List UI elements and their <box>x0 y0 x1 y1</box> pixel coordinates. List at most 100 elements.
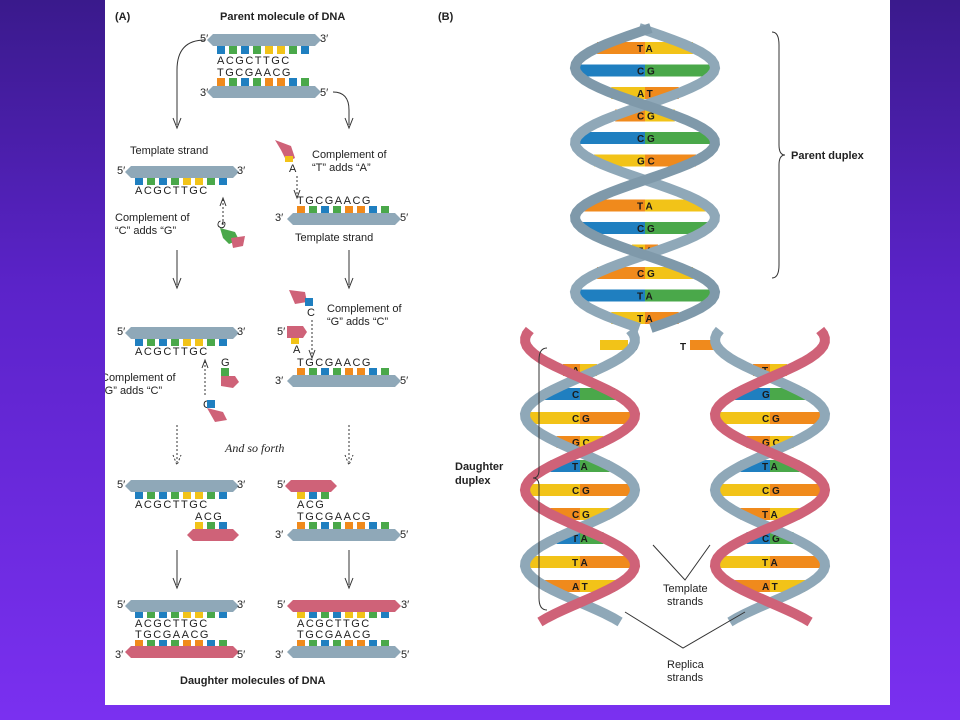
prime-label: 5′ <box>117 326 125 338</box>
prime-label: 3′ <box>275 375 283 387</box>
arrow-down <box>344 250 354 290</box>
parent-duplex-bracket <box>771 31 786 279</box>
parent-strand-backbone <box>569 23 721 333</box>
parent-top-seq: ACGCTTGC <box>217 55 291 67</box>
fork-base <box>690 340 718 350</box>
template-strands-label-2: strands <box>667 596 704 608</box>
fork-base <box>600 340 628 350</box>
dna-replication-figure: (A) Parent molecule of DNA 5′ 3′ ACGCTTG… <box>105 11 865 687</box>
panel-a-letter: (A) <box>115 11 131 23</box>
prime-label: 5′ <box>400 375 408 387</box>
incoming-c-right: C <box>307 307 315 319</box>
template-seq: ACGCTTGC <box>135 346 209 358</box>
split-arrow-left <box>176 39 206 125</box>
parent-bottom-seq: TGCGAACG <box>217 67 292 79</box>
base-pair-label: G C <box>637 157 655 168</box>
complement-g-left-label-2: “G” adds “C” <box>105 385 162 397</box>
replica-pointer <box>624 611 746 649</box>
base-pair-label: T A <box>637 292 653 303</box>
template-strand-label-right: Template strand <box>295 232 373 244</box>
daughter-pair-label: G <box>762 390 770 401</box>
daughter-pair-label: T A <box>572 534 588 545</box>
row4-right: 5′ ACG TGCGAACG 3′ 5′ <box>275 479 408 541</box>
row2-left: Template strand 5′ 3′ ACGCTTGC Complemen… <box>115 145 245 248</box>
row4-left: 5′ 3′ ACGCTTGC ACG <box>117 479 245 541</box>
daughter-rung <box>770 412 825 424</box>
prime-label: 5′ <box>400 212 408 224</box>
prime-label: 5′ <box>320 87 328 99</box>
complement-c-label: Complement of <box>115 212 191 224</box>
base-pair-label: C G <box>637 224 655 235</box>
replica-strand <box>519 326 641 627</box>
base-pair-label: T A <box>637 44 653 55</box>
template-seq: ACGCTTGC <box>135 185 209 197</box>
prime-label: 5′ <box>277 326 285 338</box>
base-rung <box>581 222 645 234</box>
seq: TGCGAACG <box>297 629 372 641</box>
prime-label: 5′ <box>401 649 409 661</box>
template-backbone-right <box>287 213 401 225</box>
seq-acg: ACG <box>195 511 223 523</box>
base-rung <box>575 289 645 302</box>
arrow-down <box>172 550 182 590</box>
template-strand-label: Template strand <box>130 145 208 157</box>
seq: ACGCTTGC <box>135 618 209 630</box>
prime-label: 3′ <box>237 165 245 177</box>
daughter-left: 5′ 3′ ACGCTTGC TGCGAACG 3′ 5′ <box>115 599 245 661</box>
seq-acg-right: ACG <box>297 499 325 511</box>
prime-label: 3′ <box>275 529 283 541</box>
base-rung <box>576 132 645 144</box>
seq: ACGCTTGC <box>297 618 371 630</box>
base-pair-label: C G <box>637 67 655 78</box>
row3-left: 5′ 3′ ACGCTTGC G Complement of “G” adds … <box>105 326 245 422</box>
panel-a-title: Parent molecule of DNA <box>220 11 345 23</box>
prime-label: 5′ <box>200 33 208 45</box>
daughter-pair-label: T A <box>572 558 588 569</box>
template-strands-label: Template <box>663 583 708 595</box>
split-arrow-right <box>332 91 350 125</box>
panel-a-footer: Daughter molecules of DNA <box>180 675 326 687</box>
complement-t-label-2: “T” adds “A” <box>312 162 371 174</box>
daughter-pair-label: A T <box>572 582 588 593</box>
daughter-pair-label: C G <box>762 534 780 545</box>
prime-label: 3′ <box>275 649 283 661</box>
base-pair-label: C G <box>637 134 655 145</box>
prime-label: 5′ <box>277 479 285 491</box>
daughter-pair-label: A T <box>762 582 778 593</box>
daughter-pair-label: C G <box>762 414 780 425</box>
daughter-rung <box>580 484 635 496</box>
replica-strands-label: Replica <box>667 659 705 671</box>
row3-right: C Complement of “G” adds “C” 5′ A TGCGAA… <box>275 290 408 387</box>
complement-c-label-2: “C” adds “G” <box>115 225 176 237</box>
complement-g-left-label: Complement of <box>105 372 177 384</box>
daughter-pair-label: C G <box>572 510 590 521</box>
daughter-rung <box>715 412 770 424</box>
daughter-rung <box>580 412 635 424</box>
base-rung <box>645 222 709 234</box>
daughter-pair-label: G C <box>762 438 780 449</box>
seq: ACGCTTGC <box>135 499 209 511</box>
base-rung <box>645 64 715 77</box>
daughter-right: 5′ 3′ ACGCTTGC TGCGAACG 3′ 5′ <box>275 599 409 661</box>
prime-label: 5′ <box>277 599 285 611</box>
arrow-down <box>172 250 182 290</box>
template-seq-right-3: TGCGAACG <box>297 357 372 369</box>
base-rung <box>645 132 714 144</box>
daughter-pair-label: T A <box>572 462 588 473</box>
template-pointer <box>652 544 711 581</box>
seq-right: TGCGAACG <box>297 511 372 523</box>
bottom-base-ticks <box>217 78 309 86</box>
daughter-rung <box>770 484 825 496</box>
complement-t-label: Complement of <box>312 149 388 161</box>
daughter-pair-label: C <box>572 390 579 401</box>
parent-molecule: 5′ 3′ ACGCTTGC TGCGAACG 3′ 5′ <box>200 33 328 99</box>
prime-label: 5′ <box>117 479 125 491</box>
daughter-duplex-label-2: duplex <box>455 475 491 487</box>
prime-label: 5′ <box>400 529 408 541</box>
daughter-rung <box>770 556 825 568</box>
daughter-pair-label: G C <box>572 438 590 449</box>
base-pair-label: C G <box>637 269 655 280</box>
base-rung <box>645 289 715 302</box>
added-g: G <box>221 357 230 369</box>
prime-label: 5′ <box>117 599 125 611</box>
